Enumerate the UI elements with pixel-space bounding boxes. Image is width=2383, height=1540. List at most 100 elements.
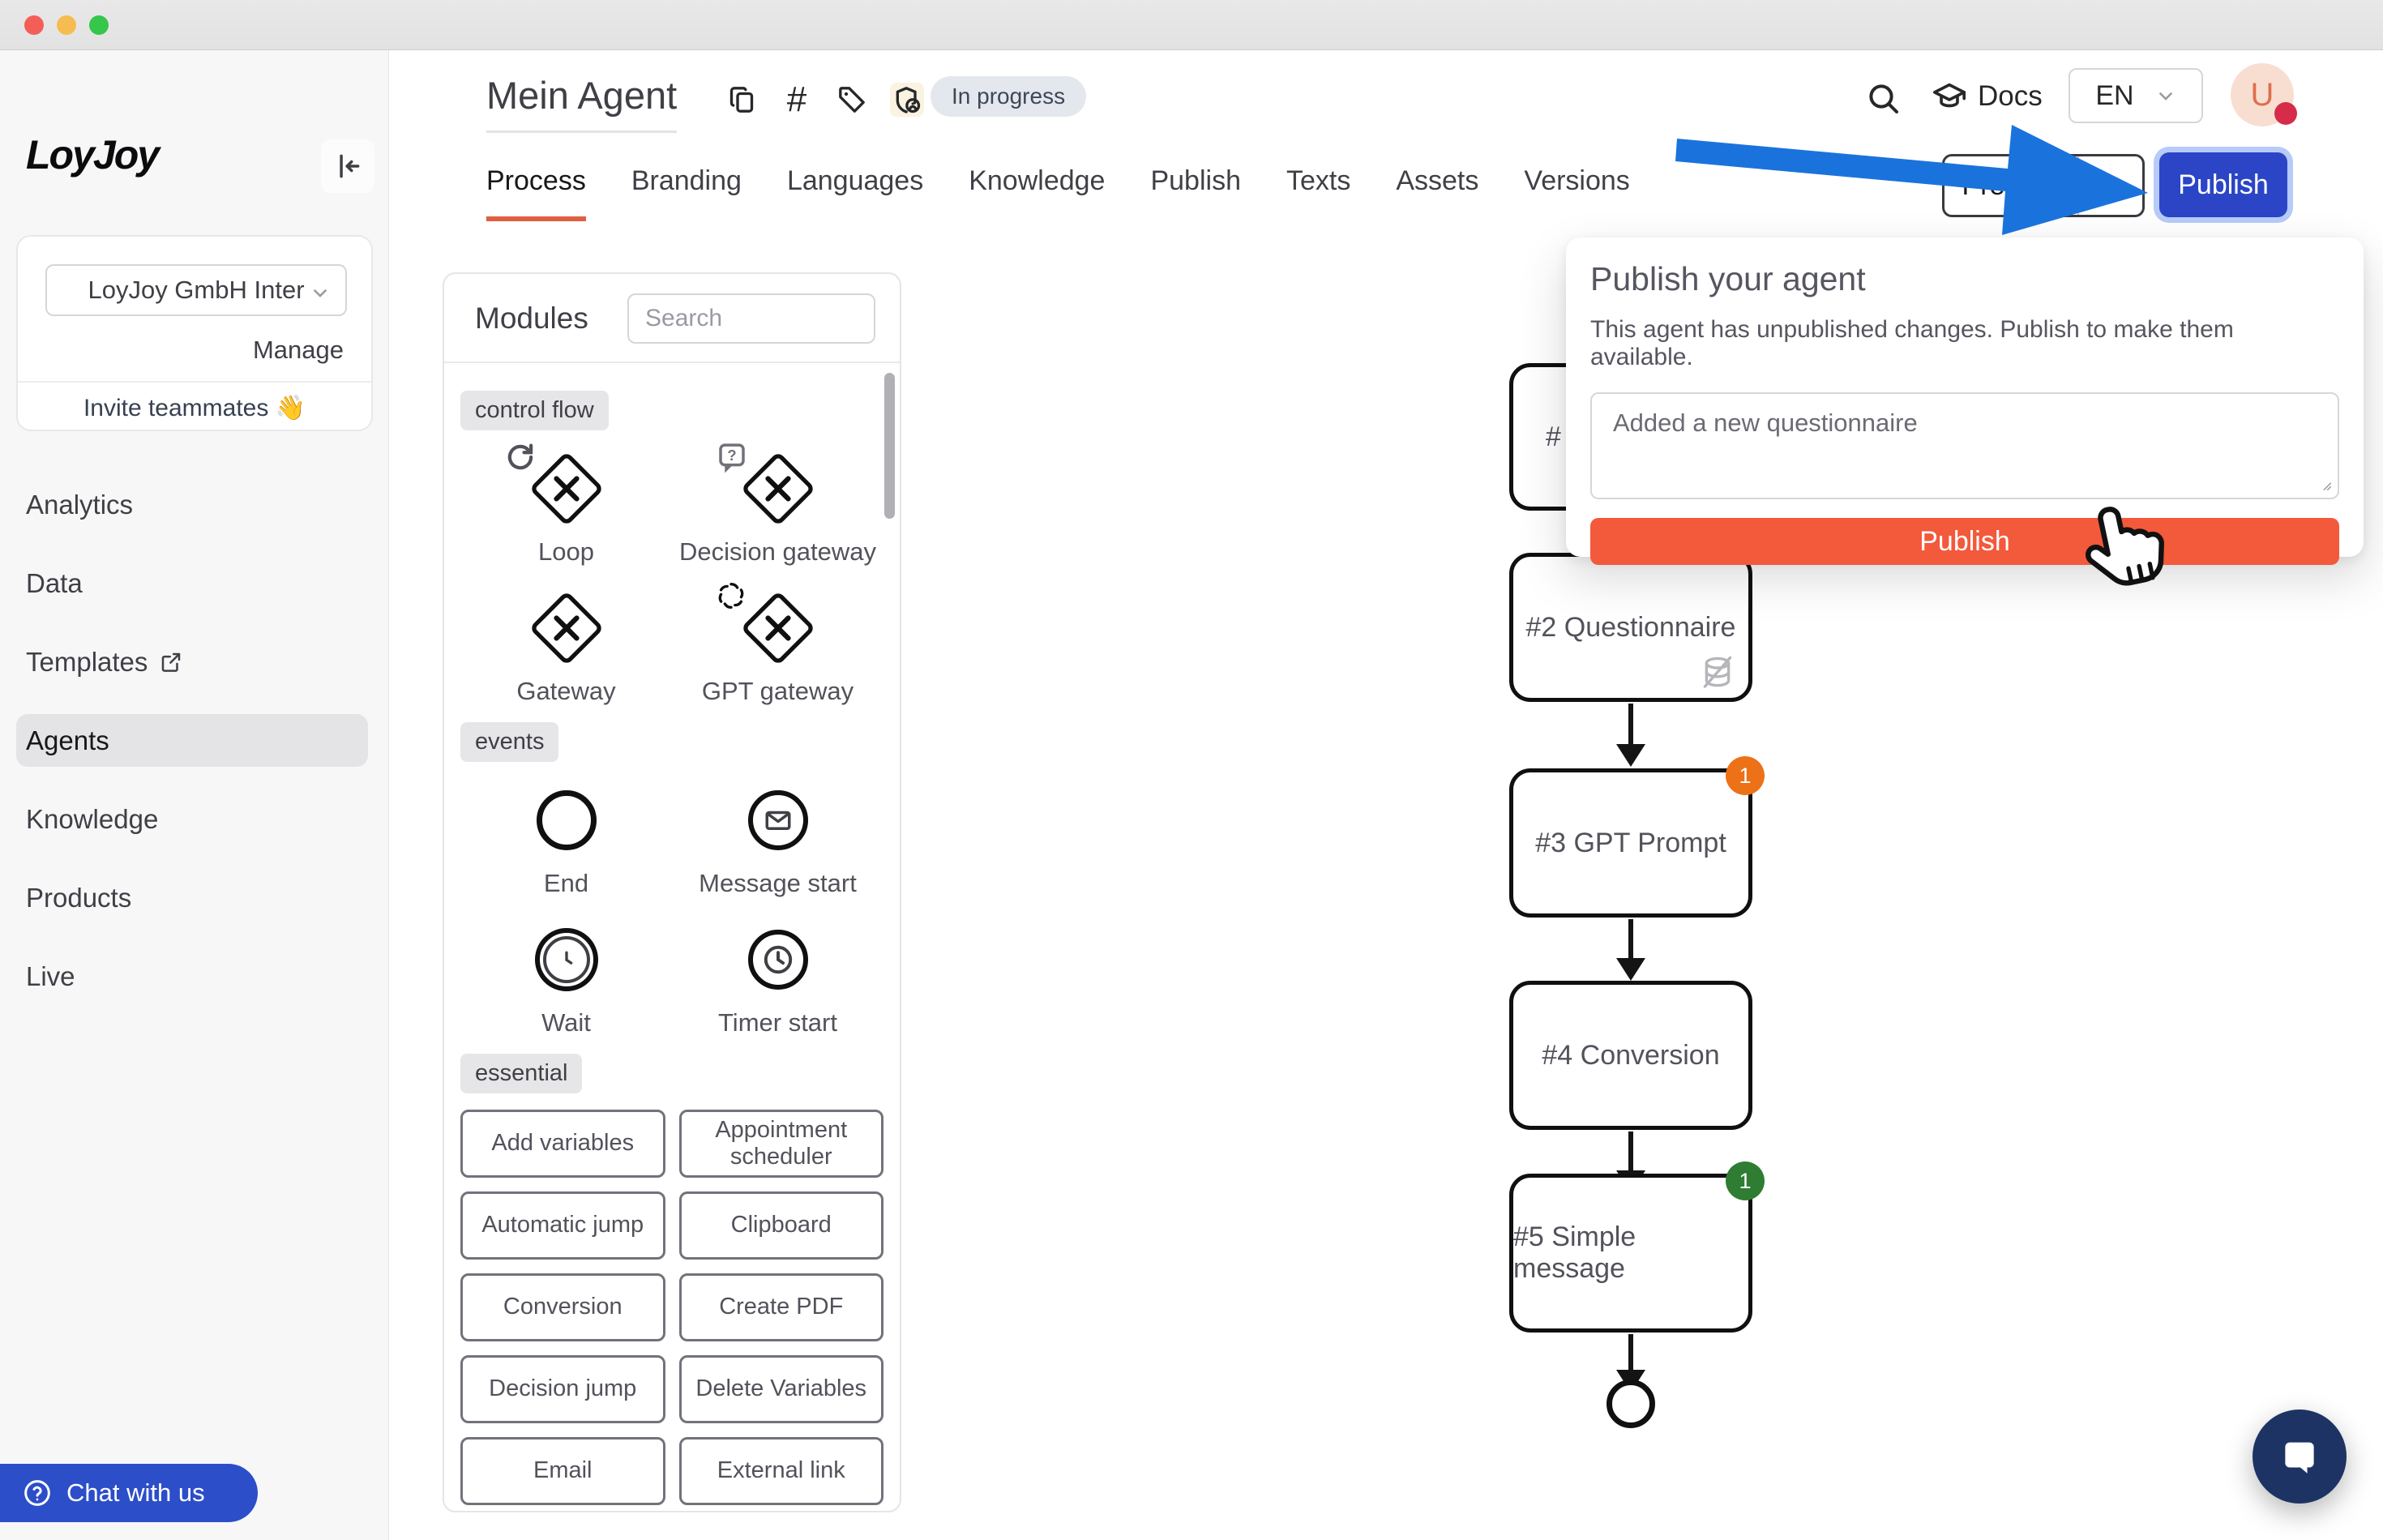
control-flow-grid: Loop ?: [460, 435, 883, 714]
module-external-link[interactable]: External link: [678, 1437, 883, 1505]
modules-scrollbar-thumb[interactable]: [884, 373, 895, 519]
notification-dot: [2274, 102, 2297, 125]
sidebar-collapse-button[interactable]: [321, 139, 374, 193]
preview-label[interactable]: Preview: [1962, 169, 2060, 201]
popover-description: This agent has unpublished changes. Publ…: [1590, 316, 2234, 370]
flow-node-4-conversion[interactable]: #4 Conversion: [1509, 981, 1752, 1130]
chat-bubble-icon: [2276, 1433, 2323, 1480]
flow-connector: [1616, 1131, 1645, 1193]
shield-user-icon[interactable]: [890, 83, 924, 117]
module-conversion[interactable]: Conversion: [460, 1273, 665, 1341]
chat-with-us-button[interactable]: Chat with us: [0, 1464, 258, 1522]
decision-gateway-diamond-icon: ?: [718, 443, 820, 531]
section-badge-events: events: [460, 722, 559, 762]
docs-label: Docs: [1978, 80, 2043, 112]
flow-node-5-simple-message[interactable]: #5 Simple message 1: [1509, 1161, 1765, 1333]
module-create-pdf[interactable]: Create PDF: [678, 1273, 883, 1341]
question-circle-icon: [21, 1477, 53, 1509]
language-value: EN: [2095, 79, 2134, 111]
docs-button[interactable]: Docs: [1931, 78, 2043, 115]
tab-publish[interactable]: Publish: [1150, 165, 1241, 196]
organization-select[interactable]: LoyJoy GmbH Inter: [45, 264, 347, 316]
tab-languages[interactable]: Languages: [786, 165, 924, 196]
chat-launcher-button[interactable]: [2253, 1410, 2347, 1504]
invite-teammates-link[interactable]: Invite teammates 👋: [83, 395, 306, 421]
database-off-icon: [1698, 652, 1737, 691]
end-circle-icon: [524, 778, 609, 862]
module-end[interactable]: End: [460, 767, 672, 906]
module-add-variables[interactable]: Add variables: [460, 1110, 665, 1178]
window-maximize-button[interactable]: [89, 15, 109, 35]
modules-header: Modules: [444, 274, 900, 363]
tab-versions[interactable]: Versions: [1524, 165, 1630, 196]
language-select[interactable]: EN: [2069, 68, 2203, 123]
window-close-button[interactable]: [24, 15, 44, 35]
module-loop[interactable]: Loop: [460, 435, 672, 575]
sidebar-item-live[interactable]: Live: [26, 960, 75, 991]
preview-dropdown-button[interactable]: [2079, 156, 2142, 215]
manage-organization-link[interactable]: Manage: [252, 336, 344, 364]
organization-select-value: LoyJoy GmbH Inter: [88, 276, 305, 304]
hash-icon[interactable]: #: [786, 79, 807, 119]
tab-process[interactable]: Process: [486, 165, 586, 221]
module-decision-jump[interactable]: Decision jump: [460, 1355, 665, 1423]
tab-texts[interactable]: Texts: [1286, 165, 1351, 196]
module-wait[interactable]: Wait: [460, 906, 672, 1046]
tag-icon[interactable]: [835, 83, 869, 117]
section-badge-essential: essential: [460, 1054, 583, 1093]
sidebar-item-data[interactable]: Data: [26, 567, 83, 598]
user-avatar[interactable]: U: [2231, 63, 2297, 126]
sidebar-item-knowledge[interactable]: Knowledge: [26, 803, 159, 834]
org-card-divider: [18, 381, 371, 383]
graduation-cap-icon: [1931, 78, 1968, 115]
publish-note-textarea[interactable]: Added a new questionnaire: [1590, 392, 2339, 499]
window-titlebar: [0, 0, 2383, 50]
module-delete-variables[interactable]: Delete Variables: [678, 1355, 883, 1423]
publish-popover: Publish your agent This agent has unpubl…: [1566, 237, 2364, 565]
wait-clock-icon: [524, 918, 609, 1002]
window-minimize-button[interactable]: [57, 15, 76, 35]
chat-with-us-label: Chat with us: [66, 1478, 205, 1507]
flow-node-3-gpt-prompt[interactable]: #3 GPT Prompt 1: [1509, 756, 1765, 918]
search-icon[interactable]: [1864, 79, 1903, 118]
flow-end-event-circle[interactable]: [1606, 1380, 1655, 1428]
module-message-start[interactable]: Message start: [672, 767, 883, 906]
flow-connector: [1616, 919, 1645, 981]
popover-publish-button[interactable]: Publish: [1590, 518, 2339, 565]
modules-search-input[interactable]: [627, 293, 875, 344]
resize-grip-icon[interactable]: [2318, 477, 2333, 492]
module-decision-gateway[interactable]: ? Decision gateway: [679, 443, 876, 566]
timer-start-icon: [736, 918, 820, 1002]
publish-button[interactable]: Publish: [2159, 152, 2287, 217]
module-email[interactable]: Email: [460, 1437, 665, 1505]
chevron-down-icon: [2155, 85, 2176, 106]
svg-text:?: ?: [727, 447, 736, 464]
change-count-badge-orange: 1: [1726, 756, 1765, 795]
sidebar-item-agents[interactable]: Agents: [0, 701, 389, 780]
sidebar-item-analytics[interactable]: Analytics: [26, 489, 134, 520]
sidebar-item-templates[interactable]: Templates: [0, 622, 389, 701]
status-badge: In progress: [931, 76, 1087, 117]
tab-assets[interactable]: Assets: [1396, 165, 1479, 196]
modules-list[interactable]: control flow: [444, 363, 900, 1511]
agent-title[interactable]: Mein Agent: [486, 73, 678, 133]
flow-node-2-questionnaire[interactable]: #2 Questionnaire: [1509, 553, 1752, 702]
module-gpt-gateway[interactable]: GPT gateway: [672, 575, 883, 714]
tab-branding[interactable]: Branding: [631, 165, 742, 196]
change-count-badge-green: 1: [1726, 1161, 1765, 1200]
essential-grid: Add variables Appointment scheduler Auto…: [460, 1110, 883, 1505]
loyjoy-logo: LoyJoy: [26, 132, 160, 178]
sidebar-item-products[interactable]: Products: [26, 882, 132, 913]
module-clipboard[interactable]: Clipboard: [678, 1191, 883, 1260]
module-timer-start[interactable]: Timer start: [672, 906, 883, 1046]
message-start-icon: [736, 778, 820, 862]
tab-knowledge[interactable]: Knowledge: [969, 165, 1106, 196]
module-gateway[interactable]: Gateway: [460, 575, 672, 714]
external-link-icon: [159, 650, 183, 674]
agent-tabs: Process Branding Languages Knowledge Pub…: [486, 165, 1630, 221]
module-appointment-scheduler[interactable]: Appointment scheduler: [678, 1110, 883, 1178]
copy-icon[interactable]: [725, 83, 759, 117]
module-automatic-jump[interactable]: Automatic jump: [460, 1191, 665, 1260]
hand-cursor-icon: [2086, 507, 2164, 586]
preview-split-button[interactable]: Preview: [1942, 154, 2145, 217]
